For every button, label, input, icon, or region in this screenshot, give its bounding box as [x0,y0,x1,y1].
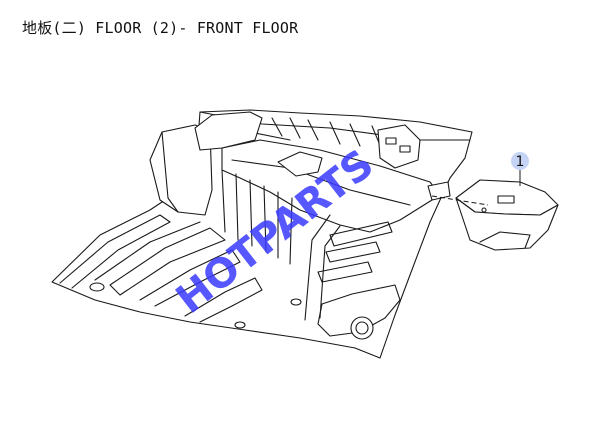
callout-1[interactable]: 1 [511,152,529,186]
left-toe-panel [194,111,263,151]
part-1-slot [497,195,515,204]
left-rib-2 [139,249,241,307]
left-rib-3 [184,277,263,323]
left-seat-riser [149,124,213,216]
left-rib-outer [94,221,201,281]
part-1-flange [479,231,531,249]
left-channel [59,214,171,289]
part-1-hole [481,207,487,213]
diagram-title: 地板(二) FLOOR (2)- FRONT FLOOR [22,19,299,37]
left-rib-1 [109,227,226,296]
pedal-bracket [377,124,421,169]
drain-hole-mid [234,321,246,329]
right-rib-3 [317,261,373,283]
tunnel-hump [277,151,323,177]
rear-mount-outer [350,316,374,340]
tunnel-ridge [231,159,411,206]
assembly-leader [431,195,489,206]
callout-1-label[interactable]: 1 [516,154,525,170]
front-ribs [271,117,409,155]
drain-hole-left [89,282,105,292]
rear-crossmember [317,284,401,337]
bracket-slot-1 [385,137,397,145]
left-riser-edge [161,131,179,213]
center-tunnel [221,139,441,233]
right-sill-inner [319,225,341,319]
right-rib-2 [325,241,381,263]
seat-ribs [221,169,293,265]
part-1-bracket [455,179,559,251]
right-rib-1 [329,221,393,247]
callout-1-badge[interactable] [511,152,529,170]
right-mount [427,181,451,201]
right-sill [304,214,331,321]
bracket-slot-2 [399,145,411,153]
drain-hole-small [290,298,302,306]
part-1-body [455,197,559,251]
rear-mount-inner [355,321,369,335]
front-floor-assembly [51,109,473,359]
